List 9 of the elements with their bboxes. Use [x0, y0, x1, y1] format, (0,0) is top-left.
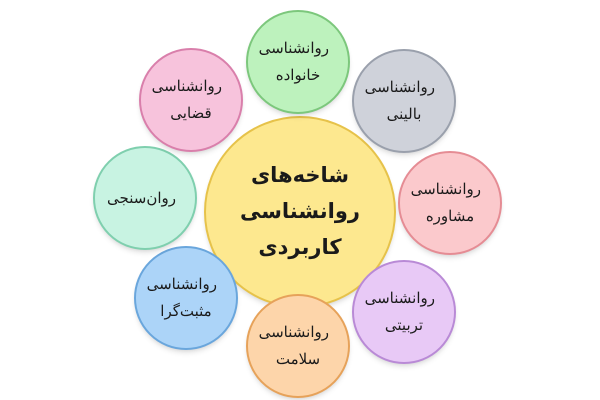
- node-label: روانشناسی خانواده: [258, 38, 330, 86]
- node-label: روانشناسی مثبت‌گرا: [146, 274, 218, 322]
- node-label: شاخه‌های روانشناسی کاربردی: [239, 162, 361, 262]
- node-label: روانشناسی تربیتی: [364, 288, 436, 336]
- node-label: روانشناسی مشاوره: [410, 179, 482, 227]
- node-label: روان‌سنجی: [106, 188, 177, 209]
- node-label: روانشناسی قضایی: [150, 76, 223, 124]
- node-label: روانشناسی بالینی: [364, 77, 436, 125]
- node-label: روانشناسی سلامت: [258, 322, 330, 370]
